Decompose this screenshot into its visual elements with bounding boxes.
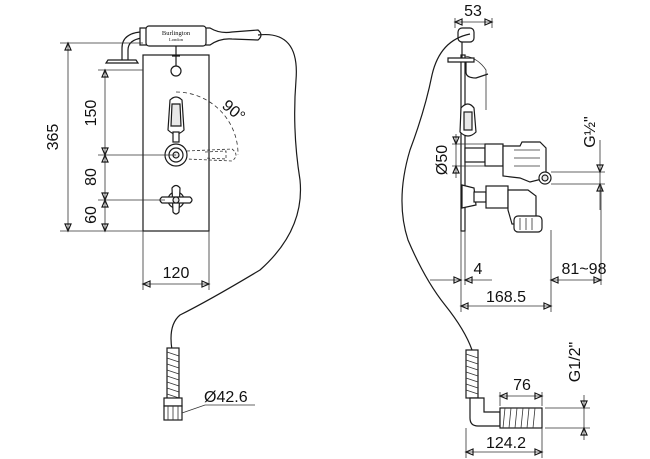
dim-365-label: 365: [45, 124, 62, 151]
dim-60-label: 60: [83, 206, 100, 224]
crosshead-centre: [172, 196, 180, 204]
brand-name: Burlington: [162, 30, 191, 37]
dim-124-label: 124.2: [486, 435, 526, 452]
side-lower-cartridge: [513, 215, 543, 233]
outlet-knob: [170, 65, 182, 77]
lever-rotated-ghost: [186, 148, 237, 162]
dim-76-label: 76: [513, 377, 531, 394]
lever-neck: [172, 131, 180, 143]
hose-nut-facets: [167, 406, 179, 420]
holder-arm: [121, 31, 141, 60]
dim-120-arrows: [141, 280, 211, 288]
side-plate-edge: [464, 55, 487, 110]
dim-inner-lines: [98, 69, 176, 231]
holder-bracket: [104, 59, 140, 64]
dim-53-label: 53: [464, 3, 482, 20]
dim-g12-bottom-label: G1/2": [567, 342, 584, 382]
hose-line: [170, 33, 302, 351]
dim-76-arrows: [498, 392, 544, 400]
dim-120-label: 120: [163, 265, 190, 282]
lever-inset: [170, 103, 182, 127]
dim-4-label: 4: [474, 261, 483, 278]
lever-rotated-ghost-inset: [204, 150, 227, 160]
dim-365-lines: [60, 42, 143, 232]
side-valve-nose: [464, 147, 486, 163]
dim-168-label: 168.5: [486, 289, 526, 306]
side-dim-extensions: [460, 185, 602, 312]
side-thread-pattern: [502, 407, 536, 429]
dim-53-arrows: [453, 18, 494, 26]
dim-42-label: Ø42.6: [204, 389, 248, 406]
dim-124-lines: [465, 428, 543, 458]
front-view: Burlington London 90° 365 150 80 60: [45, 25, 302, 421]
rotation-arc: [175, 91, 239, 156]
dim-365-arrows: [64, 41, 72, 233]
side-hose-line: [401, 33, 473, 351]
dim-g12-bottom-lines: [545, 395, 590, 440]
side-outlet-inner: [541, 174, 549, 182]
dim-g12-top-label: G½": [582, 116, 599, 147]
side-lower-collar: [485, 185, 509, 209]
dim-120-lines: [142, 231, 210, 290]
side-elbow: [465, 349, 543, 429]
dim-80-label: 80: [83, 168, 100, 186]
dim-53-lines: [454, 18, 493, 28]
hose-braid-pattern: [166, 351, 180, 399]
dim-81-98-arrows: [549, 276, 603, 284]
dim-42-leader: [181, 404, 255, 414]
dim-4-arrows: [453, 276, 473, 284]
dim-168-arrows: [459, 302, 553, 310]
hose-braid: [163, 347, 183, 421]
dim-g12-top-lines: [551, 140, 605, 210]
side-valve-detail: [514, 149, 540, 167]
side-view: 53 Ø50 G½" 4 81~98: [401, 3, 607, 458]
side-valve-collar: [484, 143, 504, 167]
side-crosshead-stem: [473, 191, 487, 203]
side-valve-body: [502, 141, 547, 183]
hose-nut-top: [163, 397, 183, 407]
side-lever-inset: [463, 111, 473, 131]
brand-sub: London: [169, 37, 184, 42]
dim-150-label: 150: [83, 100, 100, 127]
side-crosshead: [461, 184, 477, 209]
rotation-label: 90°: [218, 97, 247, 126]
side-holder-brace: [465, 62, 489, 79]
dim-50-label: Ø50: [434, 145, 451, 175]
dim-81-98-label: 81~98: [562, 261, 607, 278]
side-cartridge-detail: [519, 218, 533, 230]
side-braid-pattern: [465, 353, 479, 395]
side-holder-bracket: [447, 57, 475, 63]
side-elbow-body: [469, 397, 501, 427]
dim-inner-arrows: [101, 68, 109, 233]
dim-g12-bottom-arrows: [580, 400, 588, 436]
dim-50-arrows: [452, 136, 460, 174]
side-wall-plate: [460, 54, 466, 232]
holder-stem: [172, 46, 180, 60]
dim-124-arrows: [464, 448, 544, 456]
dim-g12-top-arrows: [596, 164, 604, 192]
dim-50-lines: [452, 134, 485, 178]
